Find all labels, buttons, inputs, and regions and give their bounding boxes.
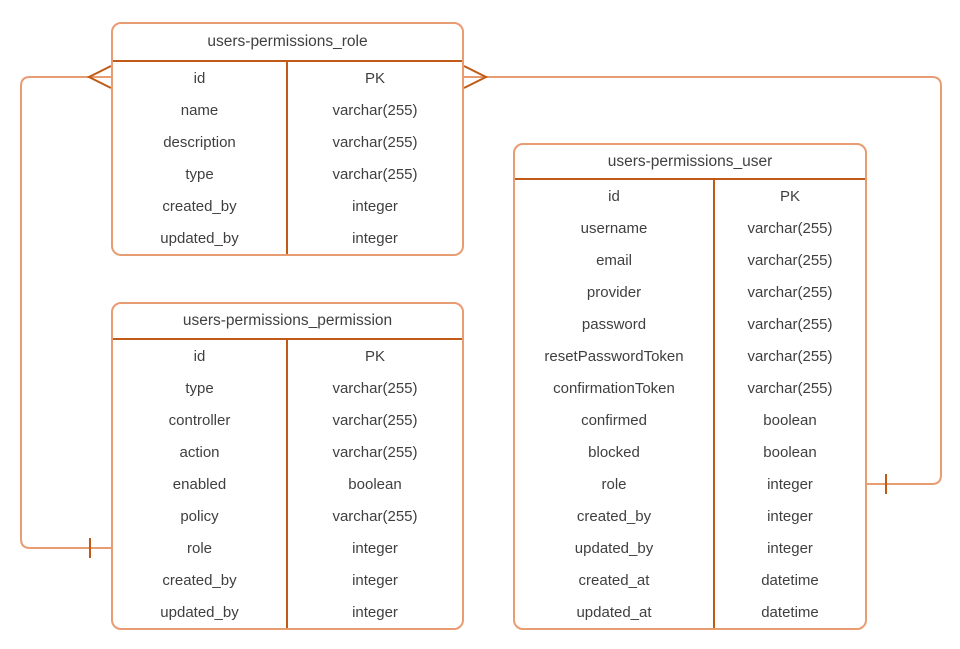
field-type-cell: varchar(255) (747, 315, 833, 333)
field-name-cell: password (515, 308, 715, 340)
field-type-cell: varchar(255) (747, 283, 833, 301)
field-name-cell: controller (113, 404, 288, 436)
entity-table-user: users-permissions_user id PK username varch… (513, 143, 867, 630)
field-name-cell: name (113, 94, 288, 126)
field-type-cell: PK (779, 187, 800, 205)
field-name-cell: enabled (113, 468, 288, 500)
field-type-cell: varchar(255) (747, 251, 833, 269)
field-name-cell: email (515, 244, 715, 276)
table-row: id PK (113, 62, 462, 94)
field-name-cell: updated_by (113, 222, 288, 254)
field-type-cell: varchar(255) (332, 165, 418, 183)
field-type-cell: boolean (763, 411, 817, 429)
field-type-cell: varchar(255) (332, 379, 418, 397)
crow-foot-many-icon (86, 65, 112, 89)
table-body: id PK type varchar(255) controller varchar(25… (113, 340, 462, 628)
table-row: action varchar(255) (113, 436, 462, 468)
table-title: users-permissions_permission (113, 304, 462, 340)
table-row: id PK (113, 340, 462, 372)
field-name-cell: confirmationToken (515, 372, 715, 404)
field-name-cell: resetPasswordToken (515, 340, 715, 372)
field-name-cell: updated_by (515, 532, 715, 564)
field-type-cell: PK (364, 69, 385, 87)
field-type-cell: varchar(255) (332, 101, 418, 119)
field-name-cell: created_by (113, 190, 288, 222)
table-row: password varchar(255) (515, 308, 865, 340)
field-type-cell: datetime (761, 571, 819, 589)
field-type-cell: integer (352, 603, 398, 621)
table-row: name varchar(255) (113, 94, 462, 126)
field-type-cell: varchar(255) (332, 133, 418, 151)
table-row: policy varchar(255) (113, 500, 462, 532)
field-name-cell: id (113, 340, 288, 372)
table-row: description varchar(255) (113, 126, 462, 158)
table-body: id PK name varchar(255) description varchar(2… (113, 62, 462, 254)
field-type-cell: boolean (348, 475, 402, 493)
field-name-cell: policy (113, 500, 288, 532)
table-row: confirmed boolean (515, 404, 865, 436)
field-name-cell: type (113, 158, 288, 190)
table-row: created_by integer (515, 500, 865, 532)
field-name-cell: id (515, 180, 715, 212)
crow-foot-many-icon (463, 65, 489, 89)
field-name-cell: updated_at (515, 596, 715, 628)
field-name-cell: description (113, 126, 288, 158)
field-type-cell: varchar(255) (332, 443, 418, 461)
table-body: id PK username varchar(255) email varchar(255… (515, 180, 865, 628)
field-name-cell: action (113, 436, 288, 468)
field-type-cell: integer (352, 197, 398, 215)
field-name-cell: role (113, 532, 288, 564)
table-row: email varchar(255) (515, 244, 865, 276)
table-row: role integer (113, 532, 462, 564)
entity-table-permission: users-permissions_permission id PK type var… (111, 302, 464, 630)
field-name-cell: created_by (515, 500, 715, 532)
field-name-cell: created_by (113, 564, 288, 596)
field-type-cell: varchar(255) (332, 411, 418, 429)
field-type-cell: varchar(255) (747, 347, 833, 365)
field-name-cell: role (515, 468, 715, 500)
field-name-cell: username (515, 212, 715, 244)
field-type-cell: PK (364, 347, 385, 365)
table-row: provider varchar(255) (515, 276, 865, 308)
field-type-cell: datetime (761, 603, 819, 621)
table-title: users-permissions_role (113, 24, 462, 62)
table-row: updated_by integer (515, 532, 865, 564)
field-type-cell: integer (767, 539, 813, 557)
table-row: updated_by integer (113, 596, 462, 628)
field-name-cell: updated_by (113, 596, 288, 628)
relationship-role-permission-line (20, 76, 111, 549)
field-name-cell: id (113, 62, 288, 94)
field-type-cell: varchar(255) (332, 507, 418, 525)
field-type-cell: varchar(255) (747, 219, 833, 237)
field-name-cell: created_at (515, 564, 715, 596)
table-row: role integer (515, 468, 865, 500)
table-row: created_by integer (113, 564, 462, 596)
table-row: updated_by integer (113, 222, 462, 254)
table-row: id PK (515, 180, 865, 212)
field-name-cell: blocked (515, 436, 715, 468)
table-row: controller varchar(255) (113, 404, 462, 436)
table-row: enabled boolean (113, 468, 462, 500)
table-row: created_by integer (113, 190, 462, 222)
table-title: users-permissions_user (515, 145, 865, 180)
field-type-cell: integer (767, 507, 813, 525)
field-type-cell: integer (352, 229, 398, 247)
table-row: type varchar(255) (113, 158, 462, 190)
entity-table-role: users-permissions_role id PK name varchar(2… (111, 22, 464, 256)
field-type-cell: integer (352, 571, 398, 589)
table-row: created_at datetime (515, 564, 865, 596)
field-name-cell: provider (515, 276, 715, 308)
table-row: blocked boolean (515, 436, 865, 468)
field-type-cell: varchar(255) (747, 379, 833, 397)
table-row: resetPasswordToken varchar(255) (515, 340, 865, 372)
table-row: type varchar(255) (113, 372, 462, 404)
table-row: confirmationToken varchar(255) (515, 372, 865, 404)
field-name-cell: confirmed (515, 404, 715, 436)
table-row: username varchar(255) (515, 212, 865, 244)
table-row: updated_at datetime (515, 596, 865, 628)
field-type-cell: integer (767, 475, 813, 493)
field-type-cell: boolean (763, 443, 817, 461)
field-name-cell: type (113, 372, 288, 404)
field-type-cell: integer (352, 539, 398, 557)
